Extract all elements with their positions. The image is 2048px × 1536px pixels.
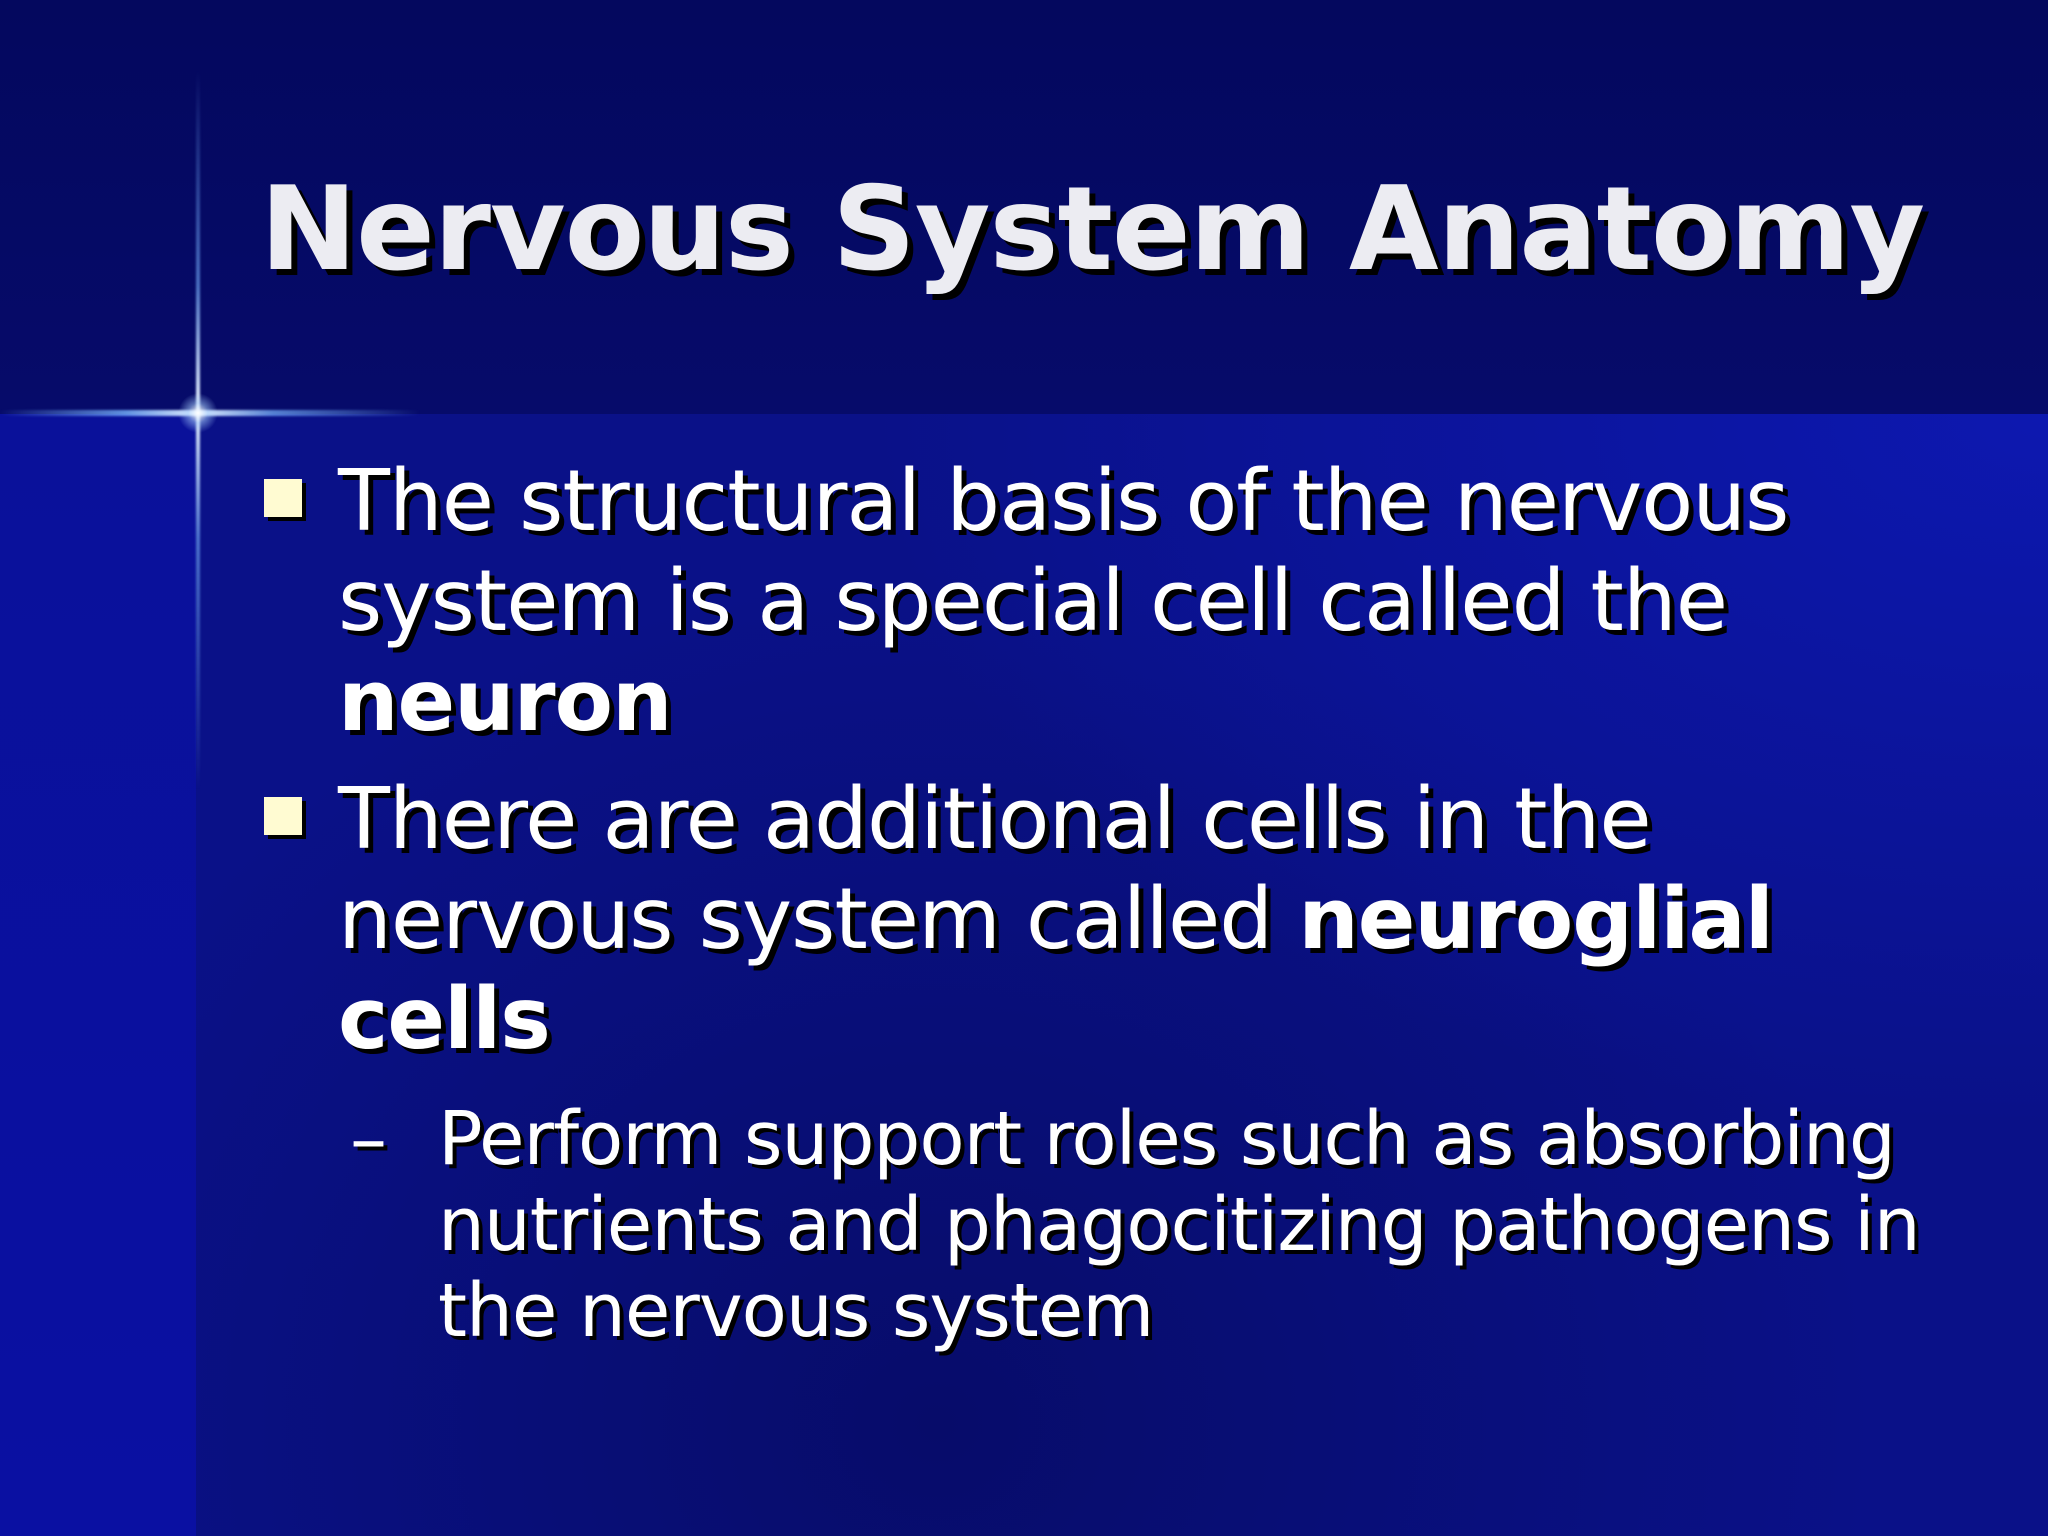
- slide-title: Nervous System Anatomy: [260, 162, 1925, 297]
- bold-term-neuroglial: neuroglial: [1298, 870, 1774, 969]
- sub-bullet-item: – Perform support roles such as absorbin…: [350, 1096, 1921, 1354]
- dash-bullet-icon: –: [350, 1096, 387, 1182]
- sub-bullet-text-line: nutrients and phagocitizing pathogens in: [438, 1182, 1921, 1268]
- bold-term-neuron: neuron: [338, 652, 673, 751]
- bold-term-cells: cells: [338, 970, 551, 1069]
- bullet-text-plain: nervous system called: [338, 870, 1299, 969]
- sub-bullet-text-line: Perform support roles such as absorbing: [438, 1096, 1896, 1182]
- body-panel: [196, 414, 2048, 1536]
- bullet-list: The structural basis of the nervous syst…: [262, 452, 1921, 1354]
- square-bullet-icon: [264, 797, 302, 835]
- bullet-text-line: system is a special cell called the: [338, 552, 1728, 651]
- light-flare-core: [178, 393, 218, 433]
- bullet-text-line: The structural basis of the nervous: [338, 452, 1789, 551]
- square-bullet-icon: [264, 479, 302, 517]
- title-band: [0, 0, 2048, 414]
- bullet-text-line: nervous system called neuroglial: [338, 870, 1882, 970]
- bullet-text-line: cells: [338, 970, 1882, 1070]
- bullet-text-line: There are additional cells in the: [338, 770, 1652, 869]
- left-strip: [0, 414, 196, 1536]
- bullet-item-neuron: The structural basis of the nervous syst…: [262, 452, 1882, 752]
- sub-bullet-text-line: the nervous system: [438, 1268, 1154, 1354]
- bullet-item-neuroglial: There are additional cells in the nervou…: [262, 770, 1882, 1070]
- bullet-text-line: neuron: [338, 652, 1882, 752]
